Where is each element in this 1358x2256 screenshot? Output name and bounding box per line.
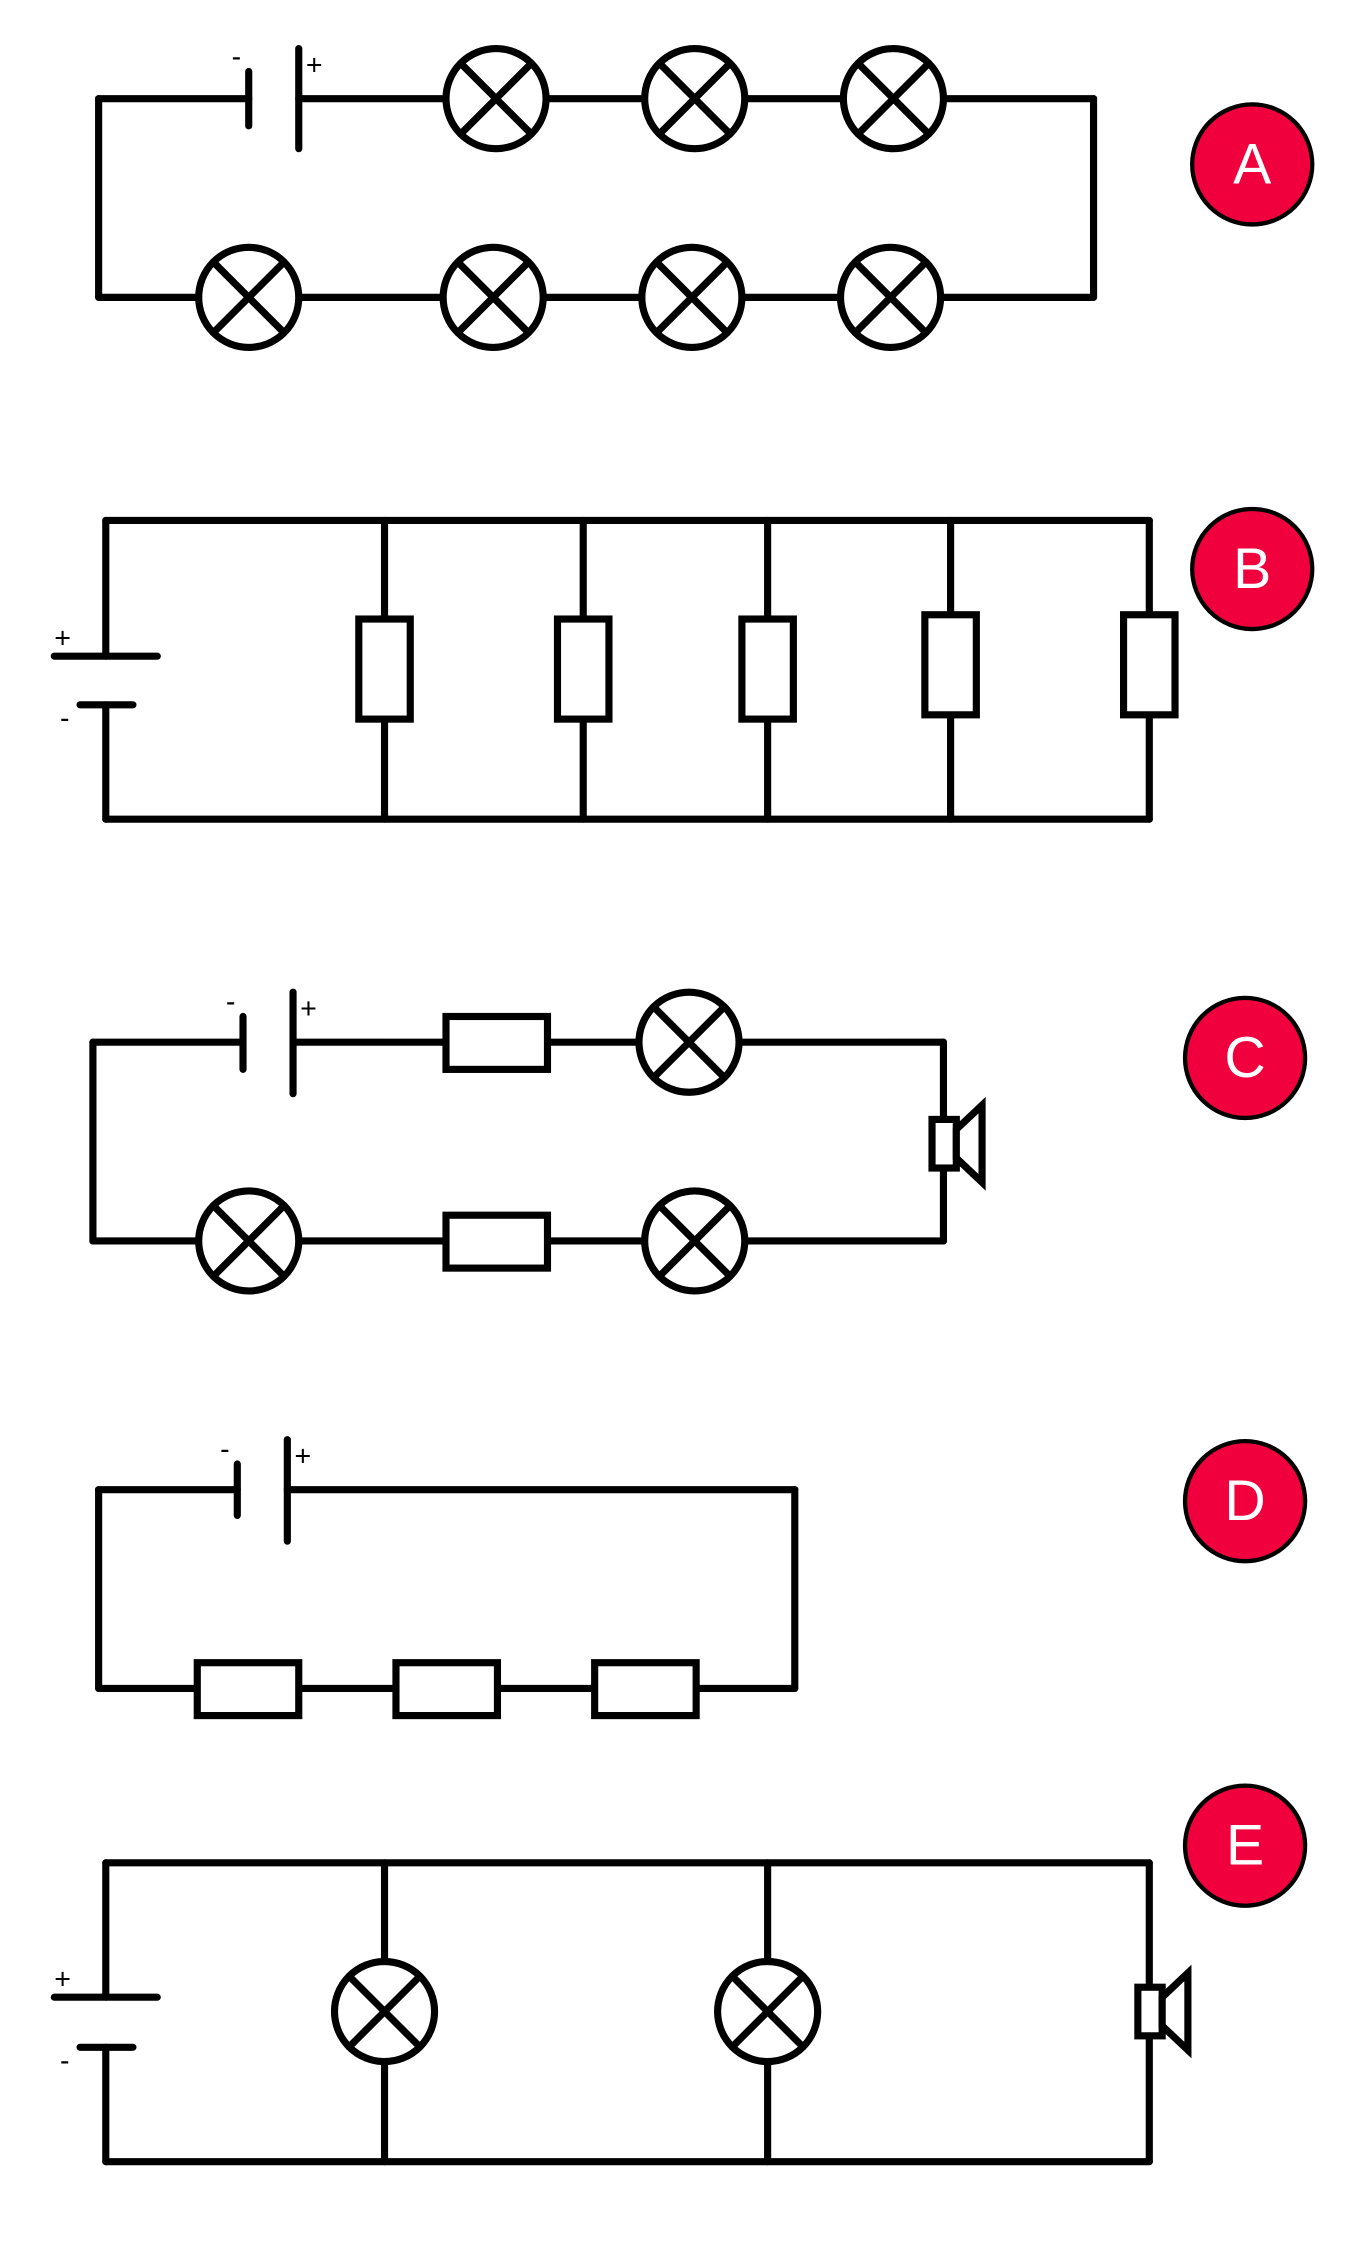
lamp-icon (836, 243, 945, 351)
battery-icon: -+ (226, 986, 317, 1098)
resistor-icon (553, 615, 613, 723)
lamp-icon (714, 1957, 822, 2066)
circuit-label-badge: B (1190, 506, 1315, 632)
minus-sign: - (60, 2045, 70, 2077)
lamp-icon (330, 1957, 439, 2066)
resistor-icon (921, 611, 980, 719)
circuit-label-badge: D (1182, 1438, 1308, 1564)
circuit-label: D (1224, 1469, 1265, 1533)
resistor-icon (442, 1012, 552, 1073)
circuit-label-badge: E (1182, 1783, 1308, 1908)
resistor-icon (738, 615, 797, 723)
battery-icon: -+ (232, 41, 323, 153)
circuit-label: E (1226, 1814, 1264, 1878)
plus-sign: + (306, 49, 323, 81)
lamp-icon (641, 1187, 749, 1295)
buzzer-icon (1134, 1964, 1192, 2059)
circuit-b: +-B (50, 506, 1315, 823)
plus-sign: + (300, 993, 317, 1025)
resistor-icon (355, 615, 414, 723)
lamp-icon (638, 243, 746, 351)
battery-icon: +- (50, 623, 161, 735)
circuit-e: +-E (50, 1783, 1308, 2166)
lamp-icon (195, 243, 303, 351)
circuit-label: B (1233, 537, 1271, 601)
resistor-icon (193, 1659, 303, 1720)
circuit-c: -+C (89, 986, 1308, 1295)
resistor-icon (1119, 611, 1179, 719)
lamp-icon (839, 45, 948, 153)
lamp-icon (195, 1187, 303, 1295)
circuit-label-badge: C (1182, 995, 1308, 1121)
resistor-icon (591, 1659, 700, 1720)
resistor-icon (392, 1659, 502, 1720)
lamp-icon (641, 45, 749, 153)
circuit-label-badge: A (1190, 102, 1315, 227)
lamp-icon (439, 243, 547, 351)
buzzer-icon (928, 1096, 986, 1191)
circuit-label: A (1233, 132, 1272, 196)
plus-sign: + (54, 1964, 71, 1996)
lamp-icon (442, 45, 550, 153)
circuit-d: -+D (95, 1433, 1308, 1720)
minus-sign: - (226, 986, 236, 1018)
battery-icon: -+ (220, 1433, 311, 1545)
circuit-a: -+A (95, 41, 1315, 351)
minus-sign: - (232, 41, 242, 73)
lamp-icon (635, 988, 743, 1096)
circuit-label: C (1224, 1026, 1265, 1090)
plus-sign: + (294, 1440, 311, 1472)
plus-sign: + (54, 623, 71, 655)
battery-icon: +- (50, 1964, 161, 2077)
resistor-icon (442, 1211, 552, 1272)
minus-sign: - (60, 703, 70, 735)
minus-sign: - (220, 1433, 230, 1465)
